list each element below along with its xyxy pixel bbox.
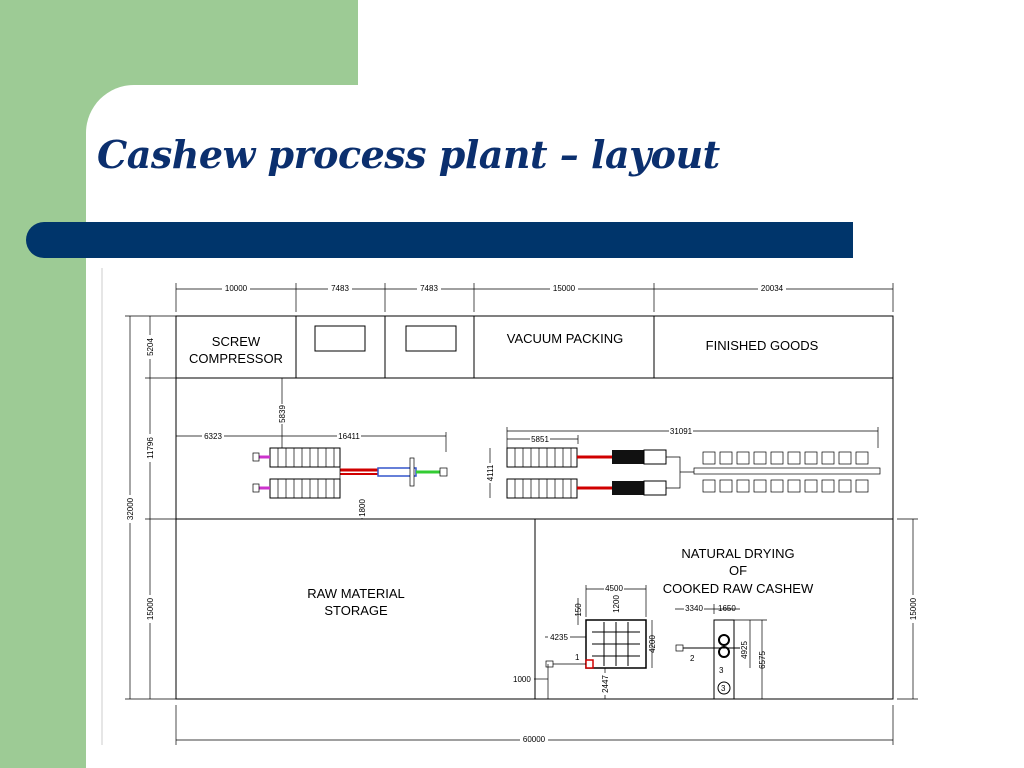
dim-4200: 4200 [648, 635, 657, 653]
room-raw-material-line1: RAW MATERIAL [307, 586, 405, 601]
dim-11796: 11796 [146, 437, 155, 459]
dim-1000: 1000 [513, 675, 531, 684]
marker-1: 1 [575, 653, 580, 662]
dim-6323: 6323 [204, 432, 222, 441]
right-dimension: 15000 [897, 518, 918, 700]
right-processing-line: 31091 5851 4111 [485, 426, 881, 499]
dim-1800: 1800 [358, 499, 367, 517]
dim-5839: 5839 [278, 405, 287, 423]
content-card [86, 85, 1024, 768]
bottom-dimension: 60000 [175, 705, 894, 745]
marker-3a: 3 [719, 666, 724, 675]
dim-32000: 32000 [126, 497, 135, 520]
room-natural-drying-line3: COOKED RAW CASHEW [663, 581, 814, 596]
equipment-box-2 [405, 325, 457, 352]
dim-1650: 1650 [718, 604, 736, 613]
room-screw-compressor-line1: SCREW [212, 334, 261, 349]
dim-60000: 60000 [523, 735, 546, 744]
dim-4925: 4925 [740, 641, 749, 659]
dim-2447: 2447 [601, 675, 610, 693]
dim-16411: 16411 [338, 432, 360, 441]
equipment-box-1 [314, 325, 366, 352]
dim-15000-top: 15000 [553, 284, 576, 293]
dim-5851: 5851 [531, 435, 549, 444]
dim-15000-right: 15000 [909, 597, 918, 620]
left-processing-line: 5839 6323 16411 1800 [176, 378, 448, 519]
marker-2: 2 [690, 654, 695, 663]
dim-7483-a: 7483 [331, 284, 349, 293]
title-bar [100, 222, 853, 258]
dim-10000: 10000 [225, 284, 248, 293]
dim-31091: 31091 [670, 427, 693, 436]
room-raw-material-line2: STORAGE [324, 603, 388, 618]
drying-equipment: 3340 1650 3 2 3 4925 6575 [675, 604, 767, 700]
room-natural-drying-line1: NATURAL DRYING [681, 546, 794, 561]
room-finished-goods: FINISHED GOODS [706, 338, 819, 353]
dim-6575: 6575 [758, 651, 767, 669]
dim-15000-left: 15000 [146, 597, 155, 620]
dim-1200: 1200 [612, 595, 621, 613]
dim-4235: 4235 [550, 633, 568, 642]
room-screw-compressor-line2: COMPRESSOR [189, 351, 283, 366]
room-vacuum-packing: VACUUM PACKING [507, 331, 624, 346]
cooking-equipment: 4500 150 1200 4235 4200 1 1000 2447 [513, 584, 657, 699]
dim-7483-b: 7483 [420, 284, 438, 293]
room-natural-drying-line2: OF [729, 563, 747, 578]
dim-5204: 5204 [146, 338, 155, 356]
marker-3b: 3 [721, 684, 726, 693]
top-dimension-chain: 10000 7483 7483 15000 20034 [175, 283, 894, 312]
slide-title: Cashew process plant – layout [97, 132, 720, 177]
dim-150: 150 [574, 603, 583, 617]
dim-3340: 3340 [685, 604, 703, 613]
dim-20034: 20034 [761, 284, 784, 293]
dim-4500: 4500 [605, 584, 623, 593]
building-outline [175, 315, 894, 700]
dim-4111: 4111 [486, 464, 495, 481]
left-dimension-chain: 32000 5204 11796 15000 [125, 315, 176, 700]
